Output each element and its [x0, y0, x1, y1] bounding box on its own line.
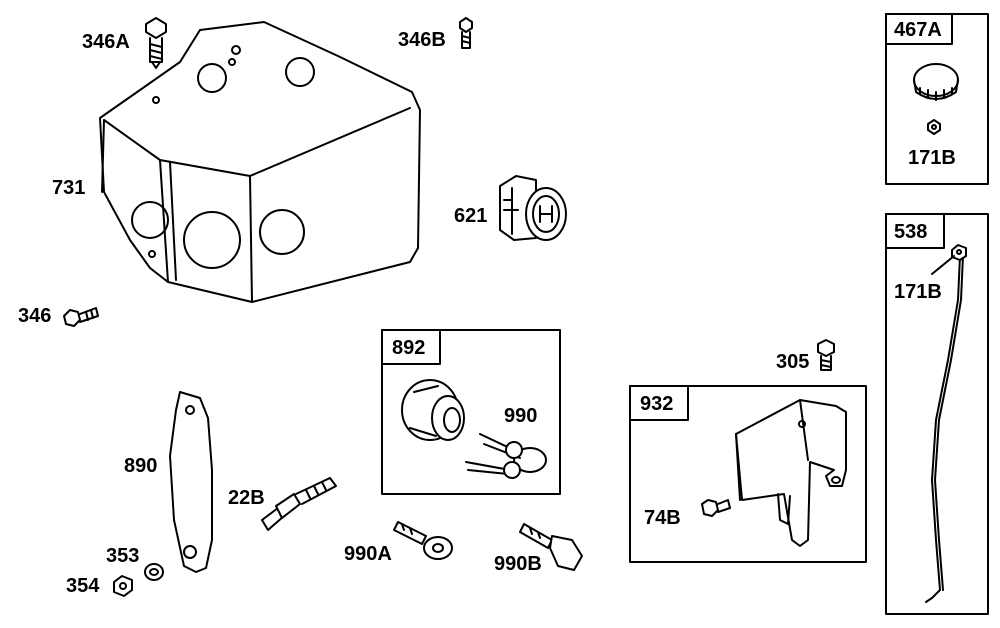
switch-621-icon: [499, 175, 567, 241]
label-990a: 990A: [344, 543, 392, 565]
label-353: 353: [106, 545, 140, 567]
nut-354-icon: [113, 575, 133, 597]
cap-467a-icon: [913, 63, 959, 101]
bolt-74b-icon: [701, 499, 731, 517]
label-171b-side: 171B: [894, 281, 942, 303]
shroud-731-icon: [99, 21, 421, 303]
washer-353-icon: [144, 563, 164, 581]
box-932-tab: [629, 385, 689, 421]
ignition-switch-892-icon: [401, 379, 465, 441]
stud-22b-icon: [261, 477, 337, 531]
keys-990-icon: [465, 433, 547, 479]
box-label-892: 892: [392, 337, 426, 359]
box-label-538: 538: [894, 221, 928, 243]
box-892-frame: [381, 329, 561, 495]
box-538-tab: [885, 213, 945, 249]
label-346: 346: [18, 305, 52, 327]
label-990: 990: [504, 405, 538, 427]
bolt-346a-icon: [145, 17, 167, 69]
box-467a-tab: [885, 13, 953, 45]
box-932-frame: [629, 385, 867, 563]
label-171b-top: 171B: [908, 147, 956, 169]
label-890: 890: [124, 455, 158, 477]
bracket-932-icon: [735, 399, 847, 547]
box-892-tab: [381, 329, 441, 365]
label-731: 731: [52, 177, 86, 199]
bolt-346b-icon: [459, 17, 473, 49]
nut-171b-side-icon: [951, 244, 967, 261]
key-990b-icon: [519, 523, 583, 571]
box-label-467a: 467A: [894, 19, 942, 41]
rod-538-icon: [925, 255, 964, 603]
leader-171b-side: [931, 255, 955, 275]
key-990a-icon: [393, 521, 453, 560]
label-354: 354: [66, 575, 100, 597]
label-74b: 74B: [644, 507, 681, 529]
strap-890-icon: [169, 391, 213, 573]
label-22b: 22B: [228, 487, 265, 509]
label-346b: 346B: [398, 29, 446, 51]
label-990b: 990B: [494, 553, 542, 575]
bolt-305-icon: [817, 339, 835, 371]
nut-171b-top-icon: [927, 119, 941, 135]
label-621: 621: [454, 205, 488, 227]
box-label-932: 932: [640, 393, 674, 415]
label-346a: 346A: [82, 31, 130, 53]
label-305: 305: [776, 351, 810, 373]
bolt-346-icon: [63, 307, 99, 327]
